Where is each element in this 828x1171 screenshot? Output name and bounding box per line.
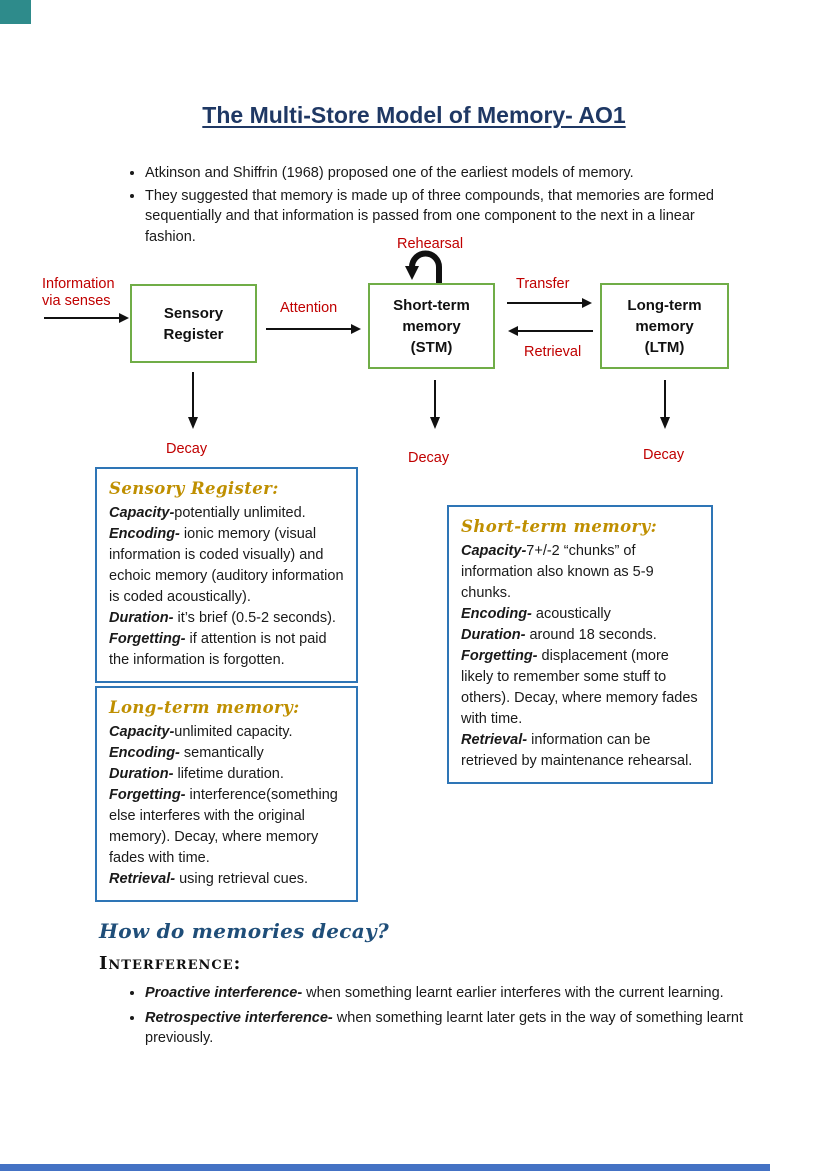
info-line-lead: Forgetting- (109, 631, 186, 648)
info-line: Duration- lifetime duration. (109, 764, 344, 785)
info-line: Capacity-unlimited capacity. (109, 722, 344, 743)
sensory-register-info-box: Sensory Register: Capacity-potentially u… (95, 467, 358, 684)
intro-bullet-1: Atkinson and Shiffrin (1968) proposed on… (145, 165, 634, 181)
info-line-text: potentially unlimited. (174, 504, 306, 521)
info-line-text: interference(something else interferes w… (109, 786, 338, 867)
rehearsal-loop-arrow-icon (405, 250, 442, 283)
decay-arrow-ltm-icon (660, 380, 670, 429)
info-line-lead: Encoding- (109, 525, 180, 542)
transfer-arrow-icon (507, 298, 592, 308)
decay-label-ltm: Decay (643, 447, 685, 463)
info-line-text: around 18 seconds. (525, 626, 657, 643)
bullet-lead: Proactive interference- (145, 985, 303, 1001)
info-line: Forgetting- if attention is not paid the… (109, 629, 344, 671)
intro-bullet-2: They suggested that memory is made up of… (145, 187, 714, 245)
bullet-text: when something learnt later gets in the … (145, 1009, 744, 1047)
decay-arrow-stm-icon (430, 380, 440, 429)
info-line-text: information can be retrieved by maintena… (461, 732, 693, 770)
retrieval-arrow-icon (508, 326, 593, 336)
info-line: Retrieval- information can be retrieved … (461, 730, 699, 772)
info-line: Encoding- ionic memory (visual informati… (109, 524, 344, 608)
info-line-text: 7+/-2 “chunks” of information also known… (461, 542, 654, 601)
adjacent-page-edge-top (0, 0, 31, 24)
adjacent-page-edge-bottom (0, 1164, 770, 1171)
stm-info-title: Short-term memory: (461, 517, 658, 536)
ltm-info-title: Long-term memory: (109, 698, 300, 717)
info-line-text: using retrieval cues. (175, 871, 309, 888)
page-title: The Multi-Store Model of Memory- AO1 (0, 102, 828, 129)
info-line-text: it’s brief (0.5-2 seconds). (173, 610, 336, 626)
bullet-text: when something learnt earlier interferes… (302, 985, 724, 1001)
page-title-text: The Multi-Store Model of Memory- AO1 (202, 102, 626, 128)
info-line-lead: Retrieval- (109, 871, 176, 888)
decay-arrow-sensory-icon (188, 372, 198, 429)
input-arrow-icon (44, 313, 129, 323)
info-line: Forgetting- interference(something else … (109, 785, 344, 869)
retrieval-label: Retrieval (524, 344, 582, 360)
info-line-lead: Duration- (461, 626, 526, 643)
info-line-lead: Encoding- (109, 744, 180, 761)
long-term-memory-info-box: Long-term memory: Capacity-unlimited cap… (95, 686, 358, 903)
info-line-text: unlimited capacity. (174, 723, 293, 740)
decay-label-stm: Decay (408, 450, 450, 466)
info-line-lead: Capacity- (109, 504, 175, 521)
info-line: Forgetting- displacement (more likely to… (461, 646, 699, 730)
list-item: Atkinson and Shiffrin (1968) proposed on… (145, 163, 742, 184)
intro-bullet-list: Atkinson and Shiffrin (1968) proposed on… (124, 163, 742, 249)
long-term-memory-box: Long-term memory (LTM) (600, 283, 729, 369)
info-line-text: semantically (179, 744, 264, 761)
interference-heading: Interference: (99, 953, 242, 974)
info-line-text: displacement (more likely to remember so… (461, 648, 698, 728)
rehearsal-label: Rehearsal (397, 236, 464, 252)
short-term-memory-info-box: Short-term memory: Capacity-7+/-2 “chunk… (447, 505, 713, 785)
info-line-text: if attention is not paid the information… (109, 631, 327, 669)
decay-label-sensory: Decay (166, 441, 208, 457)
info-line: Duration- around 18 seconds. (461, 625, 699, 646)
info-line-lead: Capacity- (461, 542, 527, 559)
bullet-lead: Retrospective interference- (145, 1009, 333, 1026)
info-line-lead: Forgetting- (109, 786, 186, 803)
info-line: Retrieval- using retrieval cues. (109, 869, 344, 890)
info-line-text: acoustically (531, 605, 611, 622)
info-line: Capacity-7+/-2 “chunks” of information a… (461, 541, 699, 604)
info-line: Encoding- acoustically (461, 604, 699, 625)
list-item: Retrospective interference- when somethi… (145, 1008, 760, 1049)
decay-section-heading: How do memories decay? (99, 919, 389, 943)
info-line-lead: Capacity- (109, 723, 175, 740)
info-line: Capacity-potentially unlimited. (109, 503, 344, 524)
short-term-memory-box: Short-term memory (STM) (368, 283, 495, 369)
info-line-lead: Forgetting- (461, 648, 538, 664)
info-line: Duration- it’s brief (0.5-2 seconds). (109, 608, 344, 629)
interference-bullet-list: Proactive interference- when something l… (124, 983, 760, 1053)
info-line-lead: Encoding- (461, 605, 532, 622)
list-item: They suggested that memory is made up of… (145, 186, 742, 248)
info-line-text: ionic memory (visual information is code… (109, 525, 344, 605)
info-line-lead: Duration- (109, 610, 174, 626)
attention-label: Attention (280, 300, 338, 316)
transfer-label: Transfer (516, 276, 570, 292)
list-item: Proactive interference- when something l… (145, 983, 760, 1004)
info-line-lead: Duration- (109, 765, 174, 782)
attention-arrow-icon (266, 324, 361, 334)
info-line-lead: Retrieval- (461, 732, 528, 749)
sensory-register-box: Sensory Register (130, 284, 257, 363)
sensory-info-title: Sensory Register: (109, 479, 279, 498)
info-line-text: lifetime duration. (173, 765, 284, 782)
information-via-senses-label: Information via senses (42, 276, 115, 310)
info-line: Encoding- semantically (109, 743, 344, 764)
